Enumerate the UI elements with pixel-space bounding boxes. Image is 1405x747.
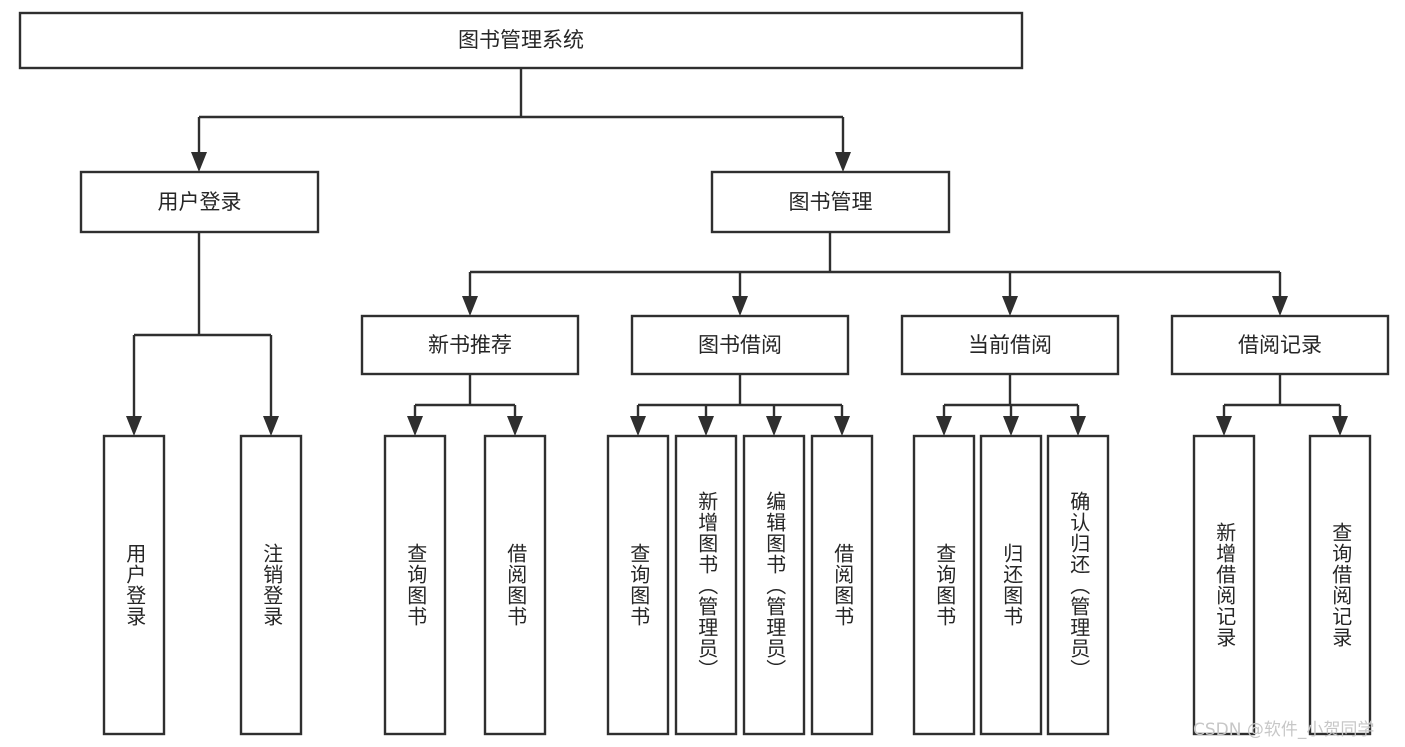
node-box-leaf-query-record[interactable] (1308, 434, 1372, 736)
node-box-user-login[interactable] (79, 170, 320, 234)
connector-group-borrow-record (1216, 374, 1348, 436)
arrow-head-leaf-confirm-return (1070, 416, 1086, 436)
arrow-head-leaf-return-book (1003, 416, 1019, 436)
arrow-head-new-book-recommend (462, 296, 478, 316)
node-box-borrow-record[interactable] (1170, 314, 1390, 376)
arrow-head-leaf-query-record (1332, 416, 1348, 436)
arrow-head-leaf-add-record (1216, 416, 1232, 436)
node-box-root[interactable] (18, 11, 1024, 70)
arrow-head-leaf-query-book-1 (407, 416, 423, 436)
arrow-head-leaf-logout-login (263, 416, 279, 436)
connector-group-root (191, 68, 851, 172)
connector-group-current-borrow (936, 374, 1086, 436)
connector-group-book-manage (462, 232, 1288, 316)
arrow-head-leaf-add-book (698, 416, 714, 436)
arrow-head-leaf-borrow-book-1 (507, 416, 523, 436)
connector-group-user-login (126, 232, 279, 436)
node-box-leaf-query-book-3[interactable] (912, 434, 976, 736)
arrow-head-user-login (191, 152, 207, 172)
arrow-head-borrow-record (1272, 296, 1288, 316)
node-box-leaf-query-book-2[interactable] (606, 434, 670, 736)
node-box-new-book-recommend[interactable] (360, 314, 580, 376)
node-box-leaf-borrow-book-1[interactable] (483, 434, 547, 736)
arrow-head-leaf-query-book-2 (630, 416, 646, 436)
node-box-leaf-logout-login[interactable] (239, 434, 303, 736)
arrow-head-leaf-borrow-book-2 (834, 416, 850, 436)
arrow-head-leaf-edit-book (766, 416, 782, 436)
node-box-leaf-borrow-book-2[interactable] (810, 434, 874, 736)
node-box-leaf-user-login[interactable] (102, 434, 166, 736)
connector-group-book-borrow (630, 374, 850, 436)
node-box-leaf-add-book[interactable] (674, 434, 738, 736)
node-box-leaf-query-book-1[interactable] (383, 434, 447, 736)
arrow-head-leaf-user-login (126, 416, 142, 436)
connector-group-new-book-recommend (407, 374, 523, 436)
node-box-leaf-return-book[interactable] (979, 434, 1043, 736)
node-box-current-borrow[interactable] (900, 314, 1120, 376)
node-box-book-borrow[interactable] (630, 314, 850, 376)
node-box-leaf-edit-book[interactable] (742, 434, 806, 736)
node-box-leaf-confirm-return[interactable] (1046, 434, 1110, 736)
node-box-book-manage[interactable] (710, 170, 951, 234)
arrow-head-book-manage (835, 152, 851, 172)
node-box-leaf-add-record[interactable] (1192, 434, 1256, 736)
arrow-head-leaf-query-book-3 (936, 416, 952, 436)
arrow-head-current-borrow (1002, 296, 1018, 316)
arrow-head-book-borrow (732, 296, 748, 316)
